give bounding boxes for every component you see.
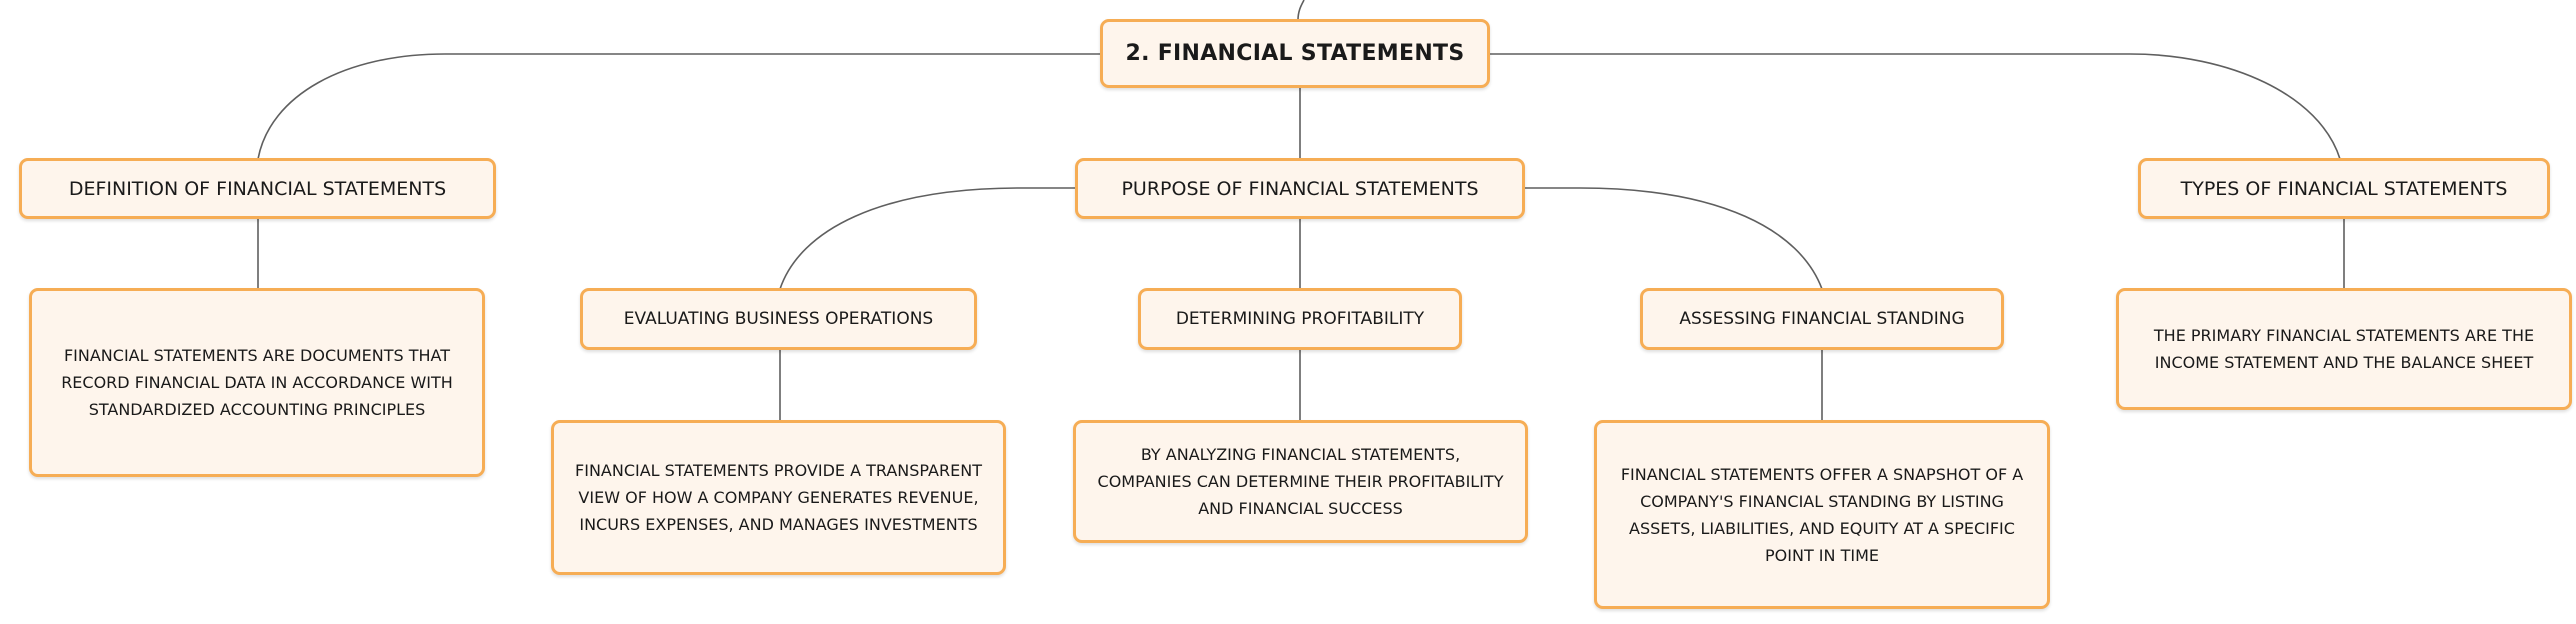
detail-node-evaluating-text: Financial statements provide a transpare… xyxy=(575,461,982,534)
subtopic-node-determining-label: Determining Profitability xyxy=(1175,309,1425,329)
subtopic-node-assessing-label: Assessing Financial Standing xyxy=(1679,309,1965,329)
branch-node-types[interactable]: Types of Financial Statements xyxy=(2138,158,2550,219)
connector-purpose-to-assessing xyxy=(1524,187,1823,290)
subtopic-node-assessing[interactable]: Assessing Financial Standing xyxy=(1640,288,2004,350)
detail-node-determining-text: By analyzing financial statements, compa… xyxy=(1097,445,1504,518)
subtopic-node-determining[interactable]: Determining Profitability xyxy=(1138,288,1462,350)
branch-node-definition[interactable]: Definition of Financial Statements xyxy=(19,158,496,219)
connector-root-to-definition xyxy=(257,53,1100,160)
root-node[interactable]: 2. Financial Statements xyxy=(1100,19,1490,88)
detail-node-determining[interactable]: By analyzing financial statements, compa… xyxy=(1073,420,1528,543)
detail-node-types-text: The primary financial statements are the… xyxy=(2153,326,2535,372)
detail-node-assessing[interactable]: Financial statements offer a snapshot of… xyxy=(1594,420,2050,609)
connector-parent-to-root xyxy=(1297,0,1305,21)
subtopic-node-evaluating-label: Evaluating Business Operations xyxy=(623,309,934,329)
detail-node-evaluating[interactable]: Financial statements provide a transpare… xyxy=(551,420,1006,575)
branch-node-purpose-label: Purpose of Financial Statements xyxy=(1121,177,1479,200)
subtopic-node-evaluating[interactable]: Evaluating Business Operations xyxy=(580,288,977,350)
detail-node-assessing-text: Financial statements offer a snapshot of… xyxy=(1620,464,2024,565)
branch-node-purpose[interactable]: Purpose of Financial Statements xyxy=(1075,158,1525,219)
branch-node-types-label: Types of Financial Statements xyxy=(2180,177,2508,200)
connector-purpose-to-evaluating xyxy=(779,187,1076,290)
branch-node-definition-label: Definition of Financial Statements xyxy=(68,177,447,200)
root-node-label: 2. Financial Statements xyxy=(1125,41,1465,66)
detail-node-definition[interactable]: Financial statements are documents that … xyxy=(29,288,485,477)
detail-node-definition-text: Financial statements are documents that … xyxy=(61,346,453,419)
detail-node-types[interactable]: The primary financial statements are the… xyxy=(2116,288,2572,410)
connector-root-to-types xyxy=(1490,53,2341,160)
